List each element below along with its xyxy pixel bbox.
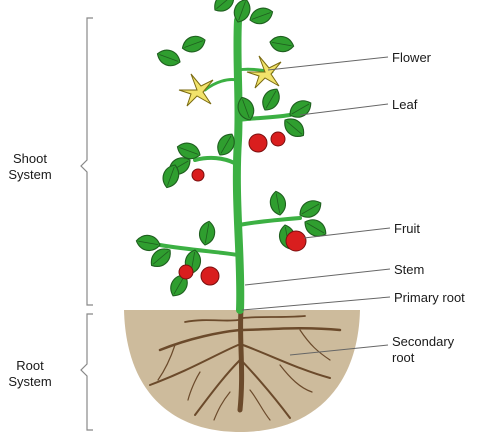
root-label-line2: System (0, 374, 60, 390)
fruit-label: Fruit (394, 221, 420, 237)
flower-label: Flower (392, 50, 431, 66)
shoot-system-bracket (81, 18, 93, 305)
root-system-bracket (81, 314, 93, 430)
shoot-label-line1: Shoot (0, 151, 60, 167)
shoot-label-line2: System (0, 167, 60, 183)
root-label-line1: Root (0, 358, 60, 374)
root-system-label: Root System (0, 358, 60, 390)
secondary-label-line1: Secondary (392, 334, 454, 350)
shoot-system-label: Shoot System (0, 151, 60, 183)
secondary-label-line2: root (392, 350, 454, 366)
leaf-label: Leaf (392, 97, 417, 113)
primary-root-label: Primary root (394, 290, 465, 306)
stem-label: Stem (394, 262, 424, 278)
secondary-root-label: Secondary root (392, 334, 454, 366)
